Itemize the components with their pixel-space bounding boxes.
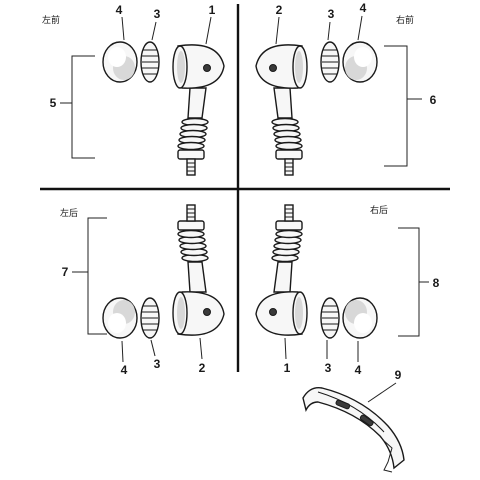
front-right-lens [342,41,378,83]
rear-right-gasket [320,297,340,339]
callout-rl-group: 7 [62,265,69,279]
front-right-label: 右前 [396,14,414,25]
front-right-housing-assembly [255,44,308,176]
callout-rr-housing: 1 [284,361,291,375]
callout-bracket: 9 [395,368,402,382]
callout-rl-lens: 4 [121,363,128,377]
mounting-bracket [302,387,405,473]
rear-left-label: 左后 [60,207,78,218]
callout-rr-group: 8 [433,276,440,290]
rear-right-housing-assembly [255,204,308,336]
callout-fl-lens: 4 [116,3,123,17]
front-left-housing-assembly [172,44,225,176]
rear-left-gasket [140,297,160,339]
front-right-gasket [320,41,340,83]
callout-rr-lens: 4 [355,363,362,377]
rear-left-lens [102,297,138,339]
callout-rl-housing: 2 [199,361,206,375]
callout-rl-gasket: 3 [154,357,161,371]
front-left-gasket [140,41,160,83]
rear-right-label: 右后 [370,204,388,215]
rear-left-housing-assembly [172,204,225,336]
callout-fr-gasket: 3 [328,7,335,21]
callout-rr-gasket: 3 [325,361,332,375]
callout-fl-gasket: 3 [154,7,161,21]
callout-fl-housing: 1 [209,3,216,17]
front-left-lens [102,41,138,83]
callout-fl-group: 5 [50,96,57,110]
rear-right-lens [342,297,378,339]
callout-fr-group: 6 [430,93,437,107]
callout-fr-lens: 4 [360,1,367,15]
front-left-label: 左前 [42,14,60,25]
callout-fr-housing: 2 [276,3,283,17]
